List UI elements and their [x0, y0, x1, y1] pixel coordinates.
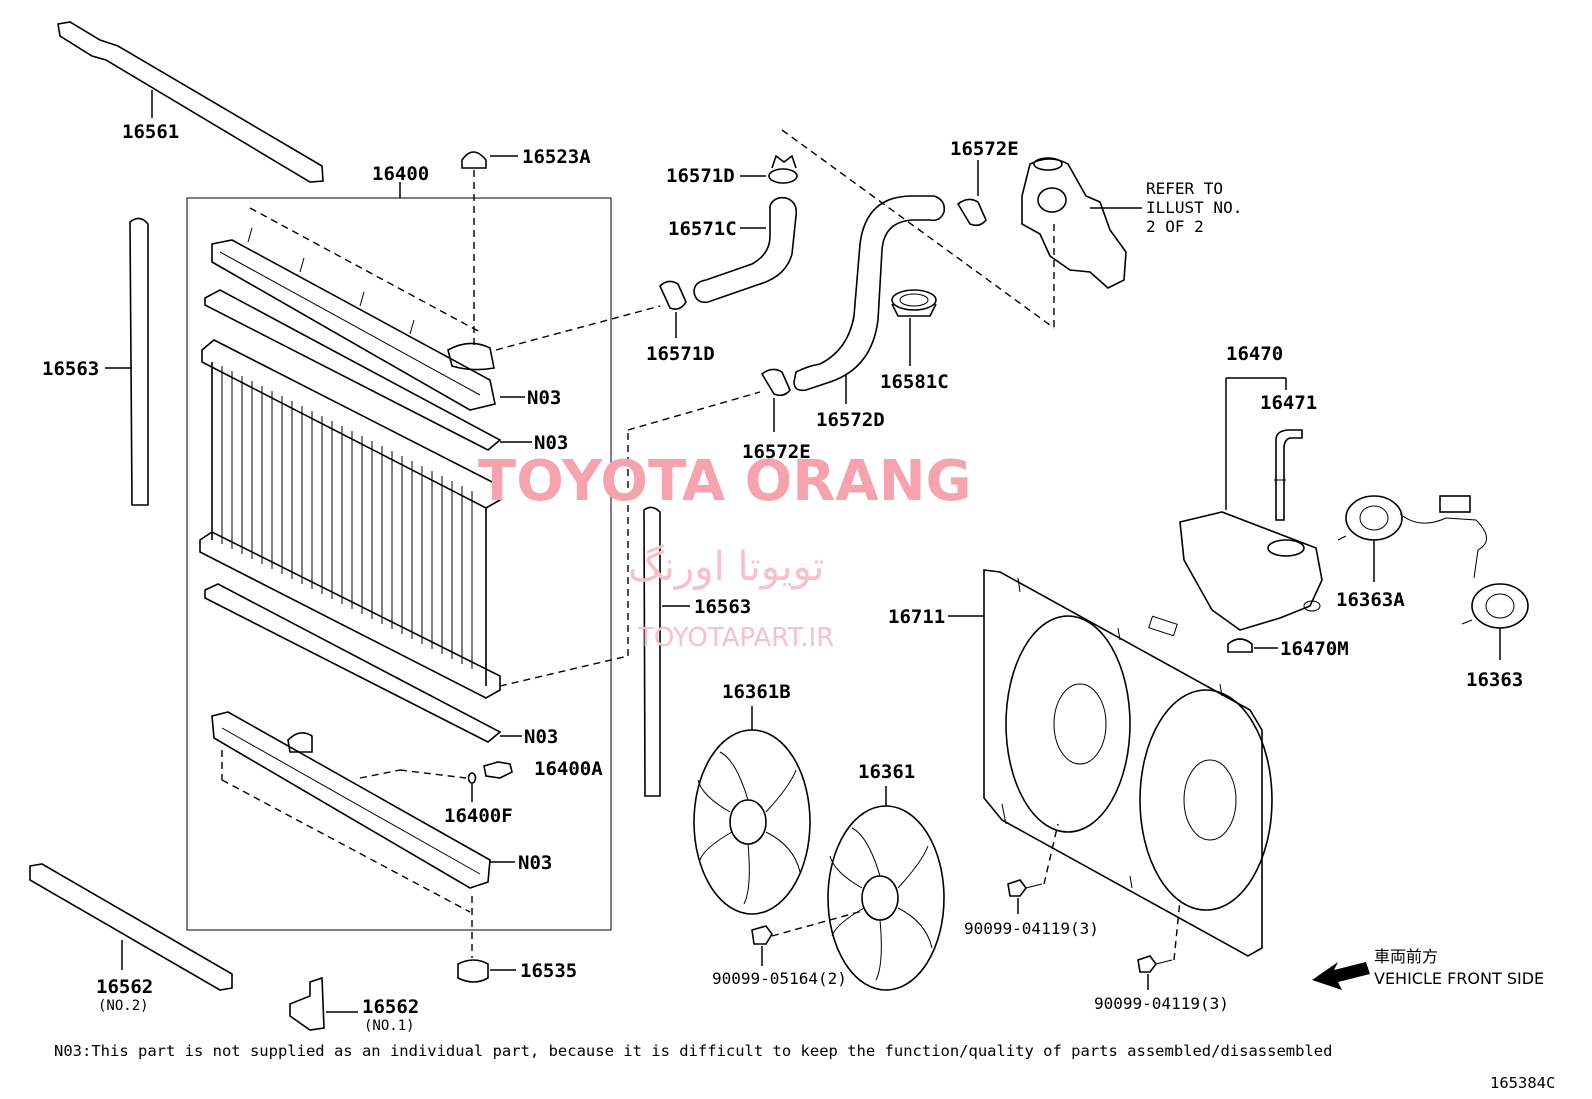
label-90099-04119-b: 90099-04119(3) — [1094, 994, 1229, 1013]
label-16581C: 16581C — [880, 371, 949, 393]
label-16711: 16711 — [888, 606, 945, 628]
part-16562-no2 — [29, 863, 233, 991]
watermark-title: TOYOTA ORANG — [478, 449, 972, 514]
label-16471: 16471 — [1260, 392, 1317, 414]
vehicle-front-arrow-icon — [1312, 962, 1370, 990]
gasket-lower — [204, 583, 502, 743]
assembly-frame-16400 — [186, 197, 612, 931]
bolt-90099-04119-b — [1137, 955, 1173, 973]
clamp-16571D-top — [768, 154, 798, 184]
label-16561: 16561 — [122, 121, 179, 143]
part-16561-support-seal — [57, 21, 324, 183]
fan-shroud-16711 — [983, 569, 1273, 957]
label-n03-2: N03 — [534, 432, 568, 454]
label-16572E-bottom: 16572E — [742, 441, 811, 463]
cushion-16523A — [461, 151, 487, 169]
radiator-upper-tank — [211, 227, 496, 411]
refer-line-2: ILLUST NO. — [1146, 198, 1242, 217]
label-16470: 16470 — [1226, 343, 1283, 365]
label-16400F: 16400F — [444, 805, 513, 827]
clamp-16572E-bottom — [760, 368, 791, 397]
label-16400: 16400 — [372, 163, 429, 185]
hose-16571C — [693, 196, 798, 304]
part-16562-no1 — [289, 976, 325, 1031]
label-16361B: 16361B — [722, 681, 791, 703]
drain-cock-16400A — [483, 761, 513, 779]
clamp-16572E-top — [956, 198, 987, 227]
label-90099-04119-a: 90099-04119(3) — [964, 919, 1099, 938]
cushion-16535 — [457, 959, 489, 983]
label-16562-no1-sub: (NO.1) — [364, 1018, 415, 1034]
clip-16470M — [1227, 638, 1253, 653]
label-16563-left: 16563 — [42, 358, 99, 380]
label-16363: 16363 — [1466, 669, 1523, 691]
label-16562-no2: 16562 — [96, 976, 153, 998]
label-90099-05164: 90099-05164(2) — [712, 969, 847, 988]
refer-line-1: REFER TO — [1146, 179, 1223, 198]
clamp-16571D-bottom — [659, 280, 687, 310]
label-16361: 16361 — [858, 761, 915, 783]
label-16363A: 16363A — [1336, 589, 1405, 611]
hose-16572D — [793, 195, 946, 392]
vehicle-front-jp: 車両前方 — [1374, 947, 1438, 966]
label-16571C: 16571C — [668, 218, 737, 240]
label-16572D: 16572D — [816, 409, 885, 431]
bolt-90099-04119-a — [1007, 879, 1043, 897]
label-16400A: 16400A — [534, 758, 603, 780]
water-outlet — [1021, 157, 1127, 289]
label-16563-mid: 16563 — [694, 596, 751, 618]
part-16563-left-seal — [129, 217, 149, 506]
diagram-id: 165384C — [1490, 1074, 1555, 1092]
fan-16361 — [827, 805, 945, 991]
reservoir-hose-16471 — [1274, 429, 1303, 521]
gasket-upper — [204, 289, 502, 451]
fan-motor-16363A — [1337, 495, 1487, 579]
o-ring-16400F — [467, 772, 477, 784]
label-n03-4: N03 — [518, 852, 552, 874]
fan-motor-16363 — [1461, 583, 1529, 629]
label-16562-no2-sub: (NO.2) — [98, 998, 149, 1014]
fan-16361B — [693, 729, 811, 915]
part-16563-mid-seal — [643, 506, 661, 797]
reservoir-tank-16470 — [1179, 511, 1323, 631]
watermark-url: TOYOTAPART.IR — [637, 623, 834, 653]
nut-90099-05164 — [751, 925, 773, 945]
label-16535: 16535 — [520, 960, 577, 982]
label-16562-no1: 16562 — [362, 996, 419, 1018]
label-16470M: 16470M — [1280, 638, 1349, 660]
watermark-persian: تویوتا اورنگ — [628, 544, 824, 590]
label-16571D-bottom: 16571D — [646, 343, 715, 365]
label-n03-3: N03 — [524, 726, 558, 748]
label-16523A: 16523A — [522, 146, 591, 168]
vehicle-front-en: VEHICLE FRONT SIDE — [1374, 969, 1544, 988]
label-n03-1: N03 — [527, 387, 561, 409]
label-16571D-top: 16571D — [666, 165, 735, 187]
clip-16581C — [891, 289, 937, 317]
footnote: N03:This part is not supplied as an indi… — [54, 1042, 1332, 1060]
radiator-lower-tank — [211, 711, 491, 889]
refer-line-3: 2 OF 2 — [1146, 217, 1204, 236]
radiator-core — [199, 339, 501, 699]
label-16572E-top: 16572E — [950, 138, 1019, 160]
